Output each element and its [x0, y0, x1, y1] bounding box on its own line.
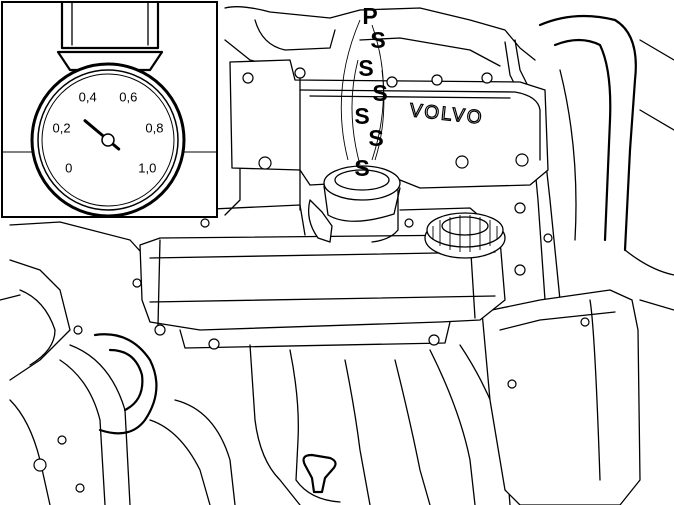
- gauge-tick-label: 0,2: [53, 121, 71, 136]
- hiss-letter: S: [368, 125, 383, 151]
- cam-cover: VOLVO: [229, 59, 549, 214]
- hiss-lines: [340, 19, 385, 166]
- engine-block: [0, 6, 674, 505]
- gauge-tick-label: 0,4: [79, 90, 97, 105]
- hiss-letter: S: [370, 27, 385, 53]
- hiss-letter: P: [362, 3, 377, 29]
- hiss-letter: S: [354, 103, 369, 129]
- fuel-rail-cover: [132, 204, 553, 350]
- gauge-tick-label: 1,0: [138, 161, 156, 176]
- hiss-letter: S: [358, 55, 373, 81]
- hiss-letter: S: [354, 155, 369, 181]
- gauge-scale: 0 0,2 0,4 0,6 0,8 1,0: [53, 90, 164, 176]
- gauge-tick-label: 0,6: [119, 90, 137, 105]
- gauge-tick-label: 0: [65, 161, 72, 176]
- gauge-tick-label: 0,8: [145, 121, 163, 136]
- hiss-letter: S: [372, 80, 387, 106]
- pressure-gauge-inset: 0 0,2 0,4 0,6 0,8 1,0: [1, 0, 218, 218]
- gauge-needle-hub: [101, 133, 115, 147]
- gauge-needle: [83, 119, 121, 151]
- oil-filler-cap: [424, 212, 506, 259]
- oil-filler-neck: [307, 165, 401, 243]
